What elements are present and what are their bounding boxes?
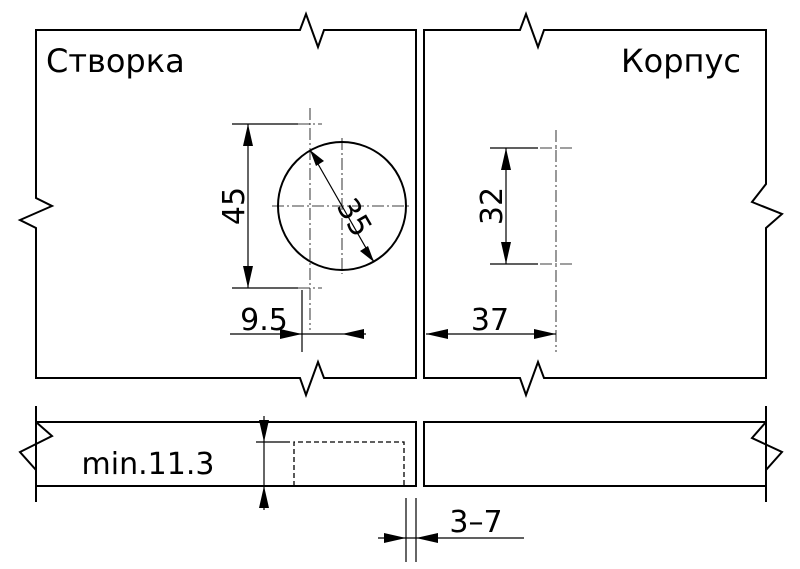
body-panel-outline	[423, 11, 784, 398]
dim95-value: 9.5	[240, 303, 288, 338]
cup-diameter-arrow-top	[310, 150, 324, 166]
dim95-arrow-right	[342, 329, 364, 339]
dim45-arrow-top	[243, 124, 253, 146]
dim45-value: 45	[217, 187, 252, 225]
cup-bore-hidden	[293, 441, 405, 486]
dim37-arrow-left	[426, 329, 448, 339]
dim32-arrow-bottom	[501, 242, 511, 264]
min-thickness-value: min.11.3	[82, 447, 215, 482]
gap-arrow-left	[384, 533, 406, 543]
section-body-outline	[423, 421, 784, 487]
dim37-value: 37	[471, 303, 509, 338]
dim32-arrow-top	[501, 148, 511, 170]
gap-value: 3–7	[449, 505, 502, 540]
cup-diameter-value: 35	[329, 193, 378, 244]
cup-diameter-line	[309, 149, 375, 263]
gap-arrow-right	[416, 533, 438, 543]
dim37-arrow-right	[534, 329, 556, 339]
section-sash-outline	[18, 421, 417, 487]
body-label: Корпус	[621, 42, 741, 80]
min-thickness-arrow-bottom	[259, 486, 269, 508]
dim32-value: 32	[475, 187, 510, 225]
min-thickness-arrow-top	[259, 420, 269, 442]
dim45-arrow-bottom	[243, 266, 253, 288]
cup-diameter-arrow-bottom	[360, 246, 374, 262]
sash-panel-outline	[17, 11, 417, 398]
sash-label: Створка	[46, 42, 185, 80]
dim95-arrow-left	[280, 329, 302, 339]
